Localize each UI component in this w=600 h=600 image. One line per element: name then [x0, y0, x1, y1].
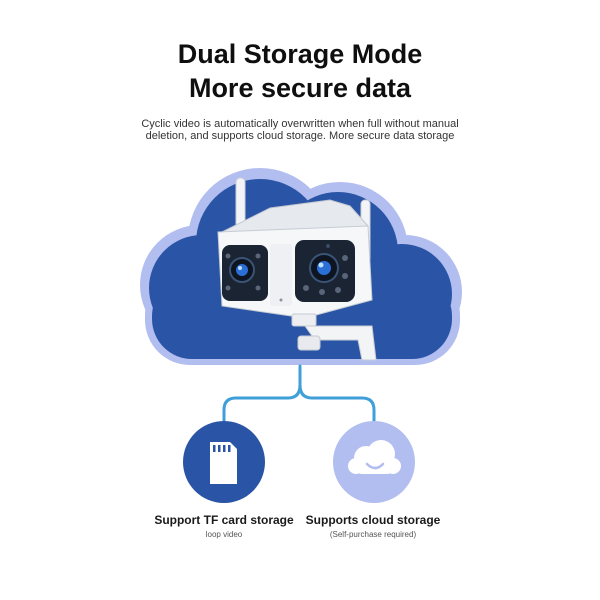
sd-card-icon — [183, 421, 265, 503]
description-line1: Cyclic video is automatically overwritte… — [141, 118, 459, 130]
page-title-line2: More secure data — [188, 73, 412, 103]
camera-icon — [217, 177, 377, 361]
description-line2: deletion, and supports cloud storage. Mo… — [145, 130, 455, 142]
feature-subtitle-cloud: (Self-purchase required) — [329, 530, 417, 539]
feature-subtitle-tf-card: loop video — [205, 530, 243, 539]
connector-line — [222, 364, 376, 427]
cloud-smile-icon — [333, 421, 415, 503]
feature-title-cloud: Supports cloud storage — [305, 513, 441, 527]
page-title-line1: Dual Storage Mode — [177, 39, 423, 69]
feature-title-tf-card: Support TF card storage — [154, 513, 294, 527]
